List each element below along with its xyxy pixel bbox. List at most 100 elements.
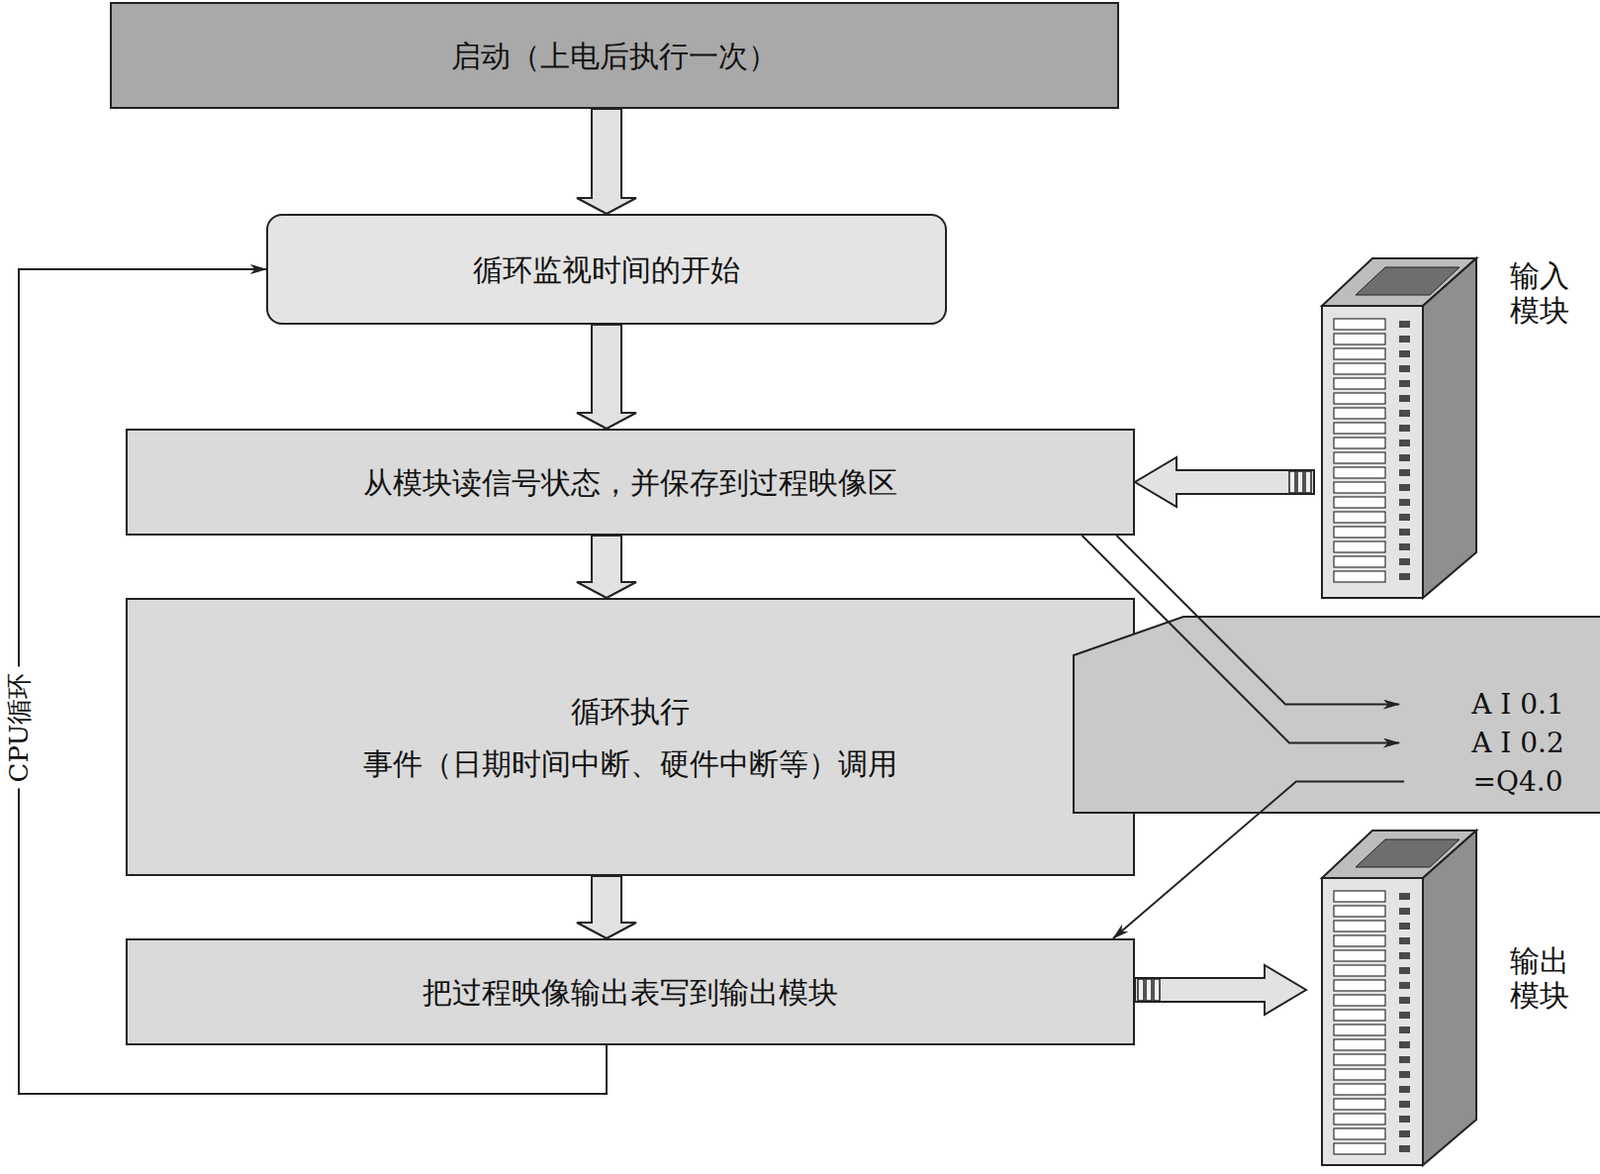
block-arrow [576,535,637,598]
module-led [1399,572,1411,580]
module-led [1399,335,1411,343]
module-led [1399,981,1411,989]
module-slot [1333,496,1386,508]
start-box: 启动（上电后执行一次） [109,1,1120,109]
flow-line [1113,781,1405,940]
module-led [1399,922,1411,930]
module-led [1399,996,1411,1004]
flow-line [1117,535,1401,705]
block-arrow [576,875,637,939]
block-arrow [1134,457,1315,507]
module-slot [1333,920,1386,932]
module-slot [1333,994,1386,1006]
module-led [1399,1100,1411,1108]
module-slot [1333,890,1386,902]
block-arrow [576,108,637,214]
module-led [1399,1115,1411,1123]
module-slot [1333,348,1386,360]
module-slot [1333,1083,1386,1095]
module-led [1399,394,1411,402]
process-box: 循环监视时间的开始 [266,213,947,325]
module-led [1399,543,1411,551]
arrow-tail [1153,978,1160,1001]
box-text: 事件（日期时间中断、硬件中断等）调用 [363,744,898,783]
module-led [1399,1011,1411,1019]
box-text: 把过程映像输出表写到输出模块 [422,972,839,1012]
module-slot [1333,1038,1386,1050]
module-slot [1333,905,1386,917]
module-slot [1333,1053,1386,1065]
box-text: 启动（上电后执行一次） [451,36,778,76]
module-slot [1333,437,1386,449]
module-led [1399,424,1411,432]
module-slot [1333,935,1386,946]
module-slot [1333,407,1386,419]
module-led [1399,966,1411,974]
module-label: 输出模块 [1509,943,1574,1013]
module-slot [1333,1009,1386,1021]
module-slot [1333,979,1386,991]
module-slot [1333,556,1386,567]
input-module: 输入模块 [1316,255,1579,602]
module-led [1399,1040,1411,1048]
module-slot [1333,511,1386,523]
module-led [1399,907,1411,915]
arrow-tail [1137,978,1144,1001]
module-led [1399,1070,1411,1078]
module-led [1399,528,1411,536]
arrow-tail [1305,470,1312,493]
module-slot [1333,1128,1386,1139]
module-led [1399,1129,1411,1137]
process-box: 把过程映像输出表写到输出模块 [125,938,1135,1045]
panel-outline [1073,616,1600,813]
code-line: =Q4.0 [1443,761,1593,801]
module-slot [1333,1142,1386,1154]
module-led [1399,320,1411,328]
module-led [1399,379,1411,387]
module-led [1399,1055,1411,1063]
module-slot [1333,1068,1386,1080]
arrow-tail [1297,470,1304,493]
module-led [1399,951,1411,959]
box-text: 循环监视时间的开始 [472,250,741,289]
module-slot [1333,526,1386,538]
module-slot [1333,949,1386,961]
arrow-tail [1145,978,1152,1001]
module-slot [1333,377,1386,389]
module-slot [1333,333,1386,345]
module-slot [1333,422,1386,434]
box-text: 从模块读信号状态，并保存到过程映像区 [363,463,898,502]
edge-label: CPU循环 [0,666,41,789]
code-line: A I 0.2 [1443,723,1593,762]
module-slot [1333,318,1386,330]
module-slot [1333,541,1386,553]
module-slot [1333,1024,1386,1036]
module-front [1321,877,1423,1165]
module-led [1399,498,1411,506]
module-led [1399,469,1411,476]
code-panel: A I 0.1A I 0.2=Q4.0 [1072,615,1600,814]
module-led [1399,1026,1411,1034]
module-led [1399,1144,1411,1152]
module-label: 输入模块 [1509,259,1574,328]
flow-line [18,269,607,1094]
module-slot [1333,452,1386,464]
box-text: 循环执行 [570,691,690,731]
module-slot [1333,467,1386,478]
module-slot [1333,363,1386,375]
code-line: A I 0.1 [1443,684,1593,724]
module-side [1422,830,1477,1165]
module-slot [1333,1113,1386,1125]
module-led [1399,439,1411,447]
arrow-tail [1289,470,1296,493]
module-slot [1333,570,1386,582]
module-slot [1333,481,1386,493]
module-front [1321,305,1423,598]
module-led [1399,1085,1411,1093]
module-led [1399,558,1411,565]
module-led [1399,365,1411,373]
output-module: 输出模块 [1316,827,1579,1169]
block-arrow [1134,964,1307,1015]
